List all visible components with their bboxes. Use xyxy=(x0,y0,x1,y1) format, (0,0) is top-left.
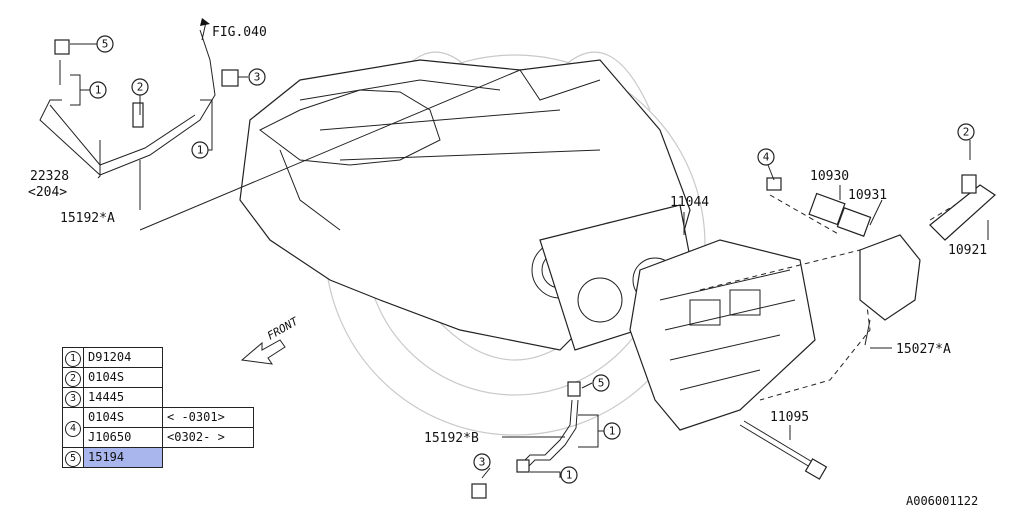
svg-text:4: 4 xyxy=(763,151,770,164)
svg-text:2: 2 xyxy=(963,126,970,139)
label-10930: 10930 xyxy=(810,169,849,184)
legend-part-number[interactable]: 0104S xyxy=(83,367,163,388)
legend-ref: 2 xyxy=(65,371,81,387)
svg-text:1: 1 xyxy=(609,425,616,438)
svg-text:5: 5 xyxy=(598,377,605,390)
parts-legend-table: 1 D91204 2 0104S 3 14445 4 0104S < -0301… xyxy=(62,347,254,468)
callout-1-top: 1 xyxy=(89,81,107,99)
label-11044: 11044 xyxy=(670,195,709,210)
label-10921: 10921 xyxy=(948,243,987,258)
legend-ref: 1 xyxy=(65,351,81,367)
svg-text:1: 1 xyxy=(566,469,573,482)
fig-ref-label: FIG.040 xyxy=(212,25,267,40)
legend-part-number[interactable]: J10650 xyxy=(83,427,163,448)
legend-row[interactable]: 2 0104S xyxy=(62,367,254,388)
front-label: FRONT xyxy=(265,314,301,343)
cylinder-head xyxy=(629,239,816,431)
legend-ref: 4 xyxy=(65,421,81,437)
svg-text:3: 3 xyxy=(254,71,261,84)
oil-pipe-15192a xyxy=(39,29,239,176)
callout-1-bottom-b: 1 xyxy=(560,466,578,484)
callout-5-top: 5 xyxy=(96,35,114,53)
legend-row[interactable]: 1 D91204 xyxy=(62,347,254,368)
legend-part-number[interactable]: D91204 xyxy=(83,347,163,368)
legend-row-selected[interactable]: 5 15194 xyxy=(62,447,254,468)
callout-2-top: 2 xyxy=(131,78,149,96)
callout-5-bottom: 5 xyxy=(592,374,610,392)
fig-arrow-head xyxy=(200,18,210,26)
gaskets-10930-10931 xyxy=(766,177,872,237)
legend-row[interactable]: J10650 <0302- > xyxy=(63,427,254,448)
label-10931: 10931 xyxy=(848,188,887,203)
label-15027a: 15027*A xyxy=(896,342,951,357)
callout-3-bottom: 3 xyxy=(473,453,491,471)
label-22328-note: <204> xyxy=(28,185,67,200)
oil-control-valve-10921 xyxy=(859,174,996,346)
legend-date-range: < -0301> xyxy=(162,407,254,428)
legend-part-number[interactable]: 14445 xyxy=(83,387,163,408)
svg-text:3: 3 xyxy=(479,456,486,469)
label-11095: 11095 xyxy=(770,410,809,425)
front-arrow xyxy=(240,339,286,365)
legend-ref: 3 xyxy=(65,391,81,407)
callout-1-bottom-a: 1 xyxy=(603,422,621,440)
svg-text:5: 5 xyxy=(102,38,109,51)
dashed-guide xyxy=(699,249,871,401)
legend-part-number-selected[interactable]: 15194 xyxy=(83,447,163,468)
label-15192b: 15192*B xyxy=(424,431,479,446)
legend-row[interactable]: 3 14445 xyxy=(62,387,254,408)
svg-text:1: 1 xyxy=(95,84,102,97)
label-22328: 22328 xyxy=(30,169,69,184)
legend-ref: 5 xyxy=(65,451,81,467)
callout-3-top: 3 xyxy=(248,68,266,86)
svg-text:1: 1 xyxy=(197,144,204,157)
legend-date-range: <0302- > xyxy=(162,427,254,448)
bolt-11095 xyxy=(739,420,828,480)
oil-pipe-15192b xyxy=(471,381,581,499)
svg-text:2: 2 xyxy=(137,81,144,94)
legend-row[interactable]: 4 0104S < -0301> xyxy=(62,407,254,448)
label-15192a: 15192*A xyxy=(60,211,115,226)
diagram-id: A006001122 xyxy=(906,494,979,508)
legend-part-number[interactable]: 0104S xyxy=(83,407,163,428)
callout-4-right: 4 xyxy=(757,148,775,166)
callout-2-right: 2 xyxy=(957,123,975,141)
fig-arrow xyxy=(201,21,207,41)
callout-1-mid: 1 xyxy=(191,141,209,159)
